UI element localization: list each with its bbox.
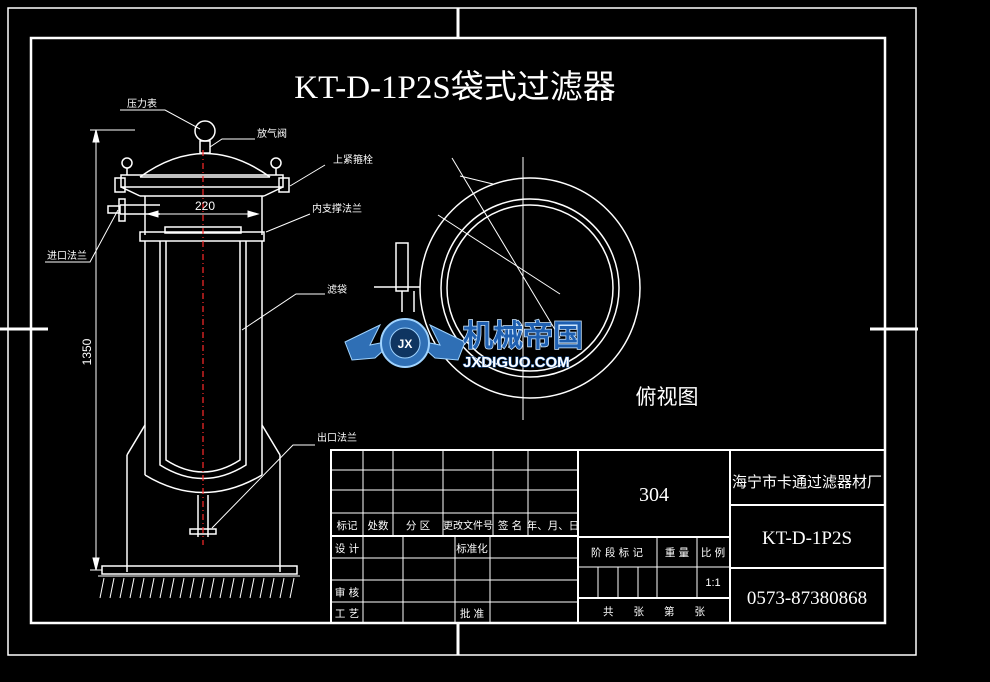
scale-value: 1:1	[705, 577, 720, 589]
pressure-gauge-icon	[194, 120, 216, 142]
row-label-process: 工 艺	[335, 608, 359, 620]
row-label-review: 审 核	[335, 586, 360, 599]
label-inner-flange: 内支撑法兰	[312, 202, 362, 215]
weight-header: 重 量	[665, 546, 690, 559]
dimension-width-label: 220	[195, 199, 215, 213]
top-view-label: 俯视图	[636, 385, 699, 409]
label-outlet-flange: 出口法兰	[317, 431, 357, 444]
label-inlet-flange: 进口法兰	[47, 249, 87, 262]
top-view-inner-ring	[446, 204, 614, 372]
rev-header-doc: 更改文件号	[443, 519, 493, 532]
inlet-flange-icon	[118, 198, 126, 222]
gauge-stem	[199, 140, 211, 154]
lug-right-icon	[270, 157, 282, 169]
title-block	[330, 449, 886, 624]
leader-lines	[45, 109, 326, 529]
drawing-title: KT-D-1P2S袋式过滤器	[294, 69, 615, 106]
company-name: 海宁市卡通过滤器材厂	[732, 473, 882, 491]
model-number: KT-D-1P2S	[762, 528, 852, 549]
inner-support-flange	[139, 231, 265, 242]
label-vent-valve: 放气阀	[257, 127, 287, 140]
rev-header-date: 年、月、日	[527, 519, 580, 532]
side-view	[101, 120, 298, 575]
top-clamp-flange	[120, 174, 284, 188]
material-value: 304	[639, 484, 669, 506]
watermark-badge: JX	[398, 337, 413, 351]
rev-header-count: 处数	[368, 519, 389, 532]
row-label-standard: 标准化	[456, 542, 488, 555]
row-label-approve: 批 准	[460, 607, 484, 620]
scale-header: 比 例	[701, 546, 725, 559]
row-label-design: 设 计	[335, 542, 360, 555]
dimension-height-label: 1350	[80, 338, 94, 365]
sheet-count: 共 张 第 张	[603, 605, 706, 618]
outer-frame	[7, 7, 917, 656]
stage-mark-header: 阶 段 标 记	[591, 546, 644, 559]
watermark-cn-text: 机械帝国	[463, 319, 583, 354]
label-filter-bag: 滤袋	[327, 283, 347, 296]
rev-header-zone: 分 区	[406, 520, 430, 532]
rev-header-sign: 签 名	[498, 519, 522, 532]
lug-left-icon	[121, 157, 133, 169]
rev-header-mark: 标记	[337, 520, 358, 532]
phone-number: 0573-87380868	[747, 588, 867, 609]
watermark-logo	[344, 318, 466, 368]
dome-lid	[139, 152, 271, 178]
top-view-middle-ring	[440, 198, 620, 378]
label-top-clamp: 上紧箍栓	[333, 153, 373, 166]
dimension-height	[90, 129, 135, 571]
watermark-url-text: JXDIGUO.COM	[463, 354, 570, 371]
base-plate	[101, 565, 298, 575]
top-view-outer-ring	[419, 177, 641, 399]
ground-hatch	[98, 575, 300, 599]
label-pressure-gauge: 压力表	[127, 97, 157, 110]
top-view	[374, 157, 641, 420]
dimension-width	[146, 210, 260, 218]
